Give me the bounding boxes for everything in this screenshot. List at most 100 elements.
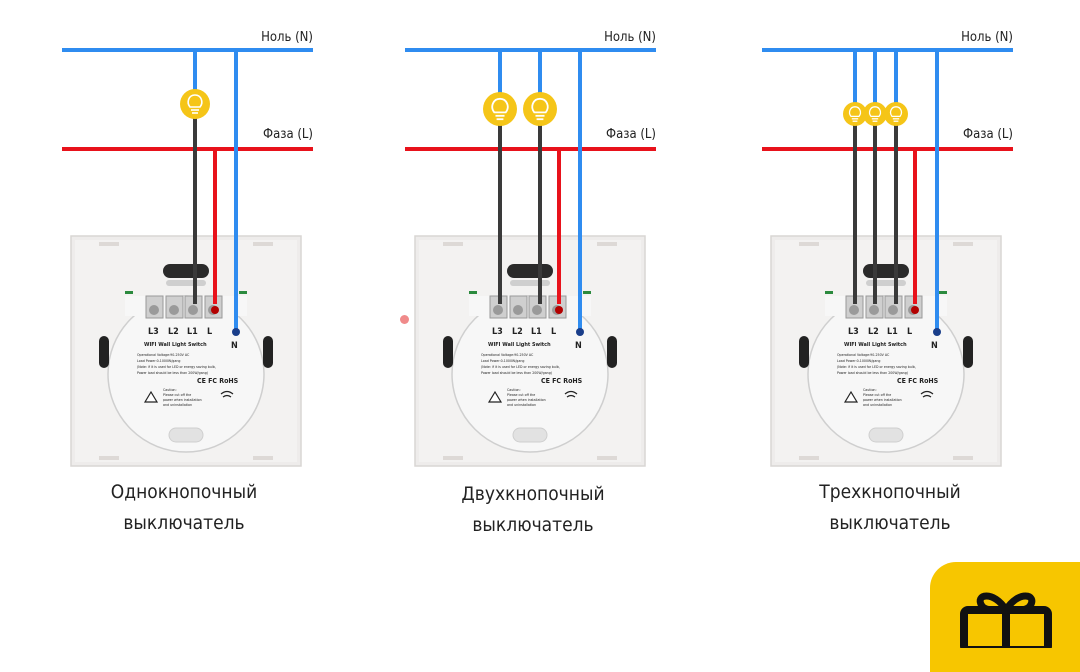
frame-notch — [443, 456, 463, 460]
bottom-slot — [868, 427, 904, 443]
terminal-label: L — [907, 327, 912, 337]
side-clip — [799, 336, 809, 368]
led-indicator — [825, 291, 833, 294]
frame-notch — [597, 456, 617, 460]
caption-line2: выключатель — [472, 514, 594, 536]
bulb-glass — [868, 106, 882, 118]
plate-caution: and uninstallation — [507, 403, 536, 407]
wifi-icon — [220, 390, 234, 398]
mounting-slot — [507, 264, 553, 278]
caption-line1: Однокнопочный — [110, 481, 258, 503]
terminal-screw-head — [532, 305, 542, 315]
plate-title: WIFI Wall Light Switch — [844, 342, 907, 348]
led-indicator — [125, 291, 133, 294]
terminal-screw-head — [493, 305, 503, 315]
caption-line2: выключатель — [829, 512, 951, 534]
plate-spec: Load Power:0-1000W/gang — [481, 359, 524, 363]
mounting-slot-shadow — [866, 280, 906, 286]
wifi-icon — [564, 390, 578, 398]
bulb-glass — [889, 106, 903, 118]
plate-spec: (Note: if it is used for LED or energy s… — [481, 365, 560, 369]
frame-notch — [253, 242, 273, 246]
plate-caution: power when installation — [507, 398, 546, 402]
frame-notch — [953, 456, 973, 460]
side-clip — [443, 336, 453, 368]
plate-marks: CE FC RoHS — [541, 377, 583, 385]
plate-spec: Power load should be less than 200W/gang… — [137, 371, 208, 375]
plate-caution: Please cut off the — [163, 393, 191, 397]
frame-notch — [443, 242, 463, 246]
promo-button[interactable] — [930, 562, 1080, 672]
terminal-label: L1 — [531, 327, 542, 337]
marker-dot — [400, 315, 409, 324]
caption-line1: Двухкнопочный — [461, 483, 605, 505]
frame-notch — [799, 456, 819, 460]
terminal-screw-head — [169, 305, 179, 315]
phase-label: Фаза (L) — [963, 127, 1013, 142]
wiring-diagram: Ноль (N) Фаза (L) L3 L2 L1 L N WIFI Wall Light … — [62, 30, 1013, 467]
plate-spec: Load Power:0-1000W/gang — [837, 359, 880, 363]
frame-notch — [99, 242, 119, 246]
plate-caution: Please cut off the — [507, 393, 535, 397]
frame-notch — [597, 242, 617, 246]
mounting-slot — [163, 264, 209, 278]
bulb-glass — [491, 97, 509, 114]
plate-title: WIFI Wall Light Switch — [144, 342, 207, 348]
caption-single: Однокнопочный выключатель — [64, 477, 304, 539]
plate-caution: power when installation — [863, 398, 902, 402]
terminal-label: L3 — [492, 327, 503, 337]
bulb-icon — [180, 89, 210, 119]
phase-label: Фаза (L) — [606, 127, 656, 142]
warning-icon — [143, 390, 159, 403]
frame-notch — [953, 242, 973, 246]
gift-icon — [960, 592, 1052, 648]
plate-caution: Caution: — [863, 388, 877, 392]
caption-triple: Трехкнопочный выключатель — [770, 477, 1010, 539]
neutral-label: Ноль (N) — [604, 30, 656, 45]
plate-spec: (Note: if it is used for LED or energy s… — [837, 365, 916, 369]
bulb-icon — [523, 92, 557, 126]
bulb-icon — [483, 92, 517, 126]
plate-spec: Power load should be less than 200W/gang… — [481, 371, 552, 375]
plate-caution: power when installation — [163, 398, 202, 402]
bulb-glass — [848, 106, 862, 118]
mounting-slot-shadow — [166, 280, 206, 286]
side-clip — [99, 336, 109, 368]
led-indicator — [583, 291, 591, 294]
led-indicator — [939, 291, 947, 294]
plate-marks: CE FC RoHS — [197, 377, 239, 385]
led-indicator — [239, 291, 247, 294]
frame-notch — [799, 242, 819, 246]
terminal-label: L1 — [887, 327, 898, 337]
plate-caution: Caution: — [507, 388, 521, 392]
phase-terminal — [555, 306, 563, 314]
plate-caution: Please cut off the — [863, 393, 891, 397]
bulb-icon — [884, 102, 908, 126]
neutral-terminal — [576, 328, 584, 336]
plate-spec: Operational Voltage:90-250V AC — [837, 353, 890, 357]
terminal-label: N — [231, 341, 238, 351]
neutral-terminal — [933, 328, 941, 336]
terminal-screw-head — [513, 305, 523, 315]
warning-icon — [487, 390, 503, 403]
bulb-icon — [843, 102, 867, 126]
neutral-terminal — [232, 328, 240, 336]
frame-notch — [253, 456, 273, 460]
plate-spec: Power load should be less than 200W/gang… — [837, 371, 908, 375]
plate-spec: (Note: if it is used for LED or energy s… — [137, 365, 216, 369]
led-indicator — [469, 291, 477, 294]
wifi-icon — [920, 390, 934, 398]
terminal-screw-head — [149, 305, 159, 315]
terminal-label: L — [551, 327, 556, 337]
mounting-slot — [863, 264, 909, 278]
terminal-screw-head — [869, 305, 879, 315]
neutral-label: Ноль (N) — [961, 30, 1013, 45]
terminal-screw-head — [849, 305, 859, 315]
terminal-label: L2 — [168, 327, 179, 337]
frame-notch — [99, 456, 119, 460]
plate-spec: Load Power:0-1000W/gang — [137, 359, 180, 363]
terminal-label: N — [931, 341, 938, 351]
